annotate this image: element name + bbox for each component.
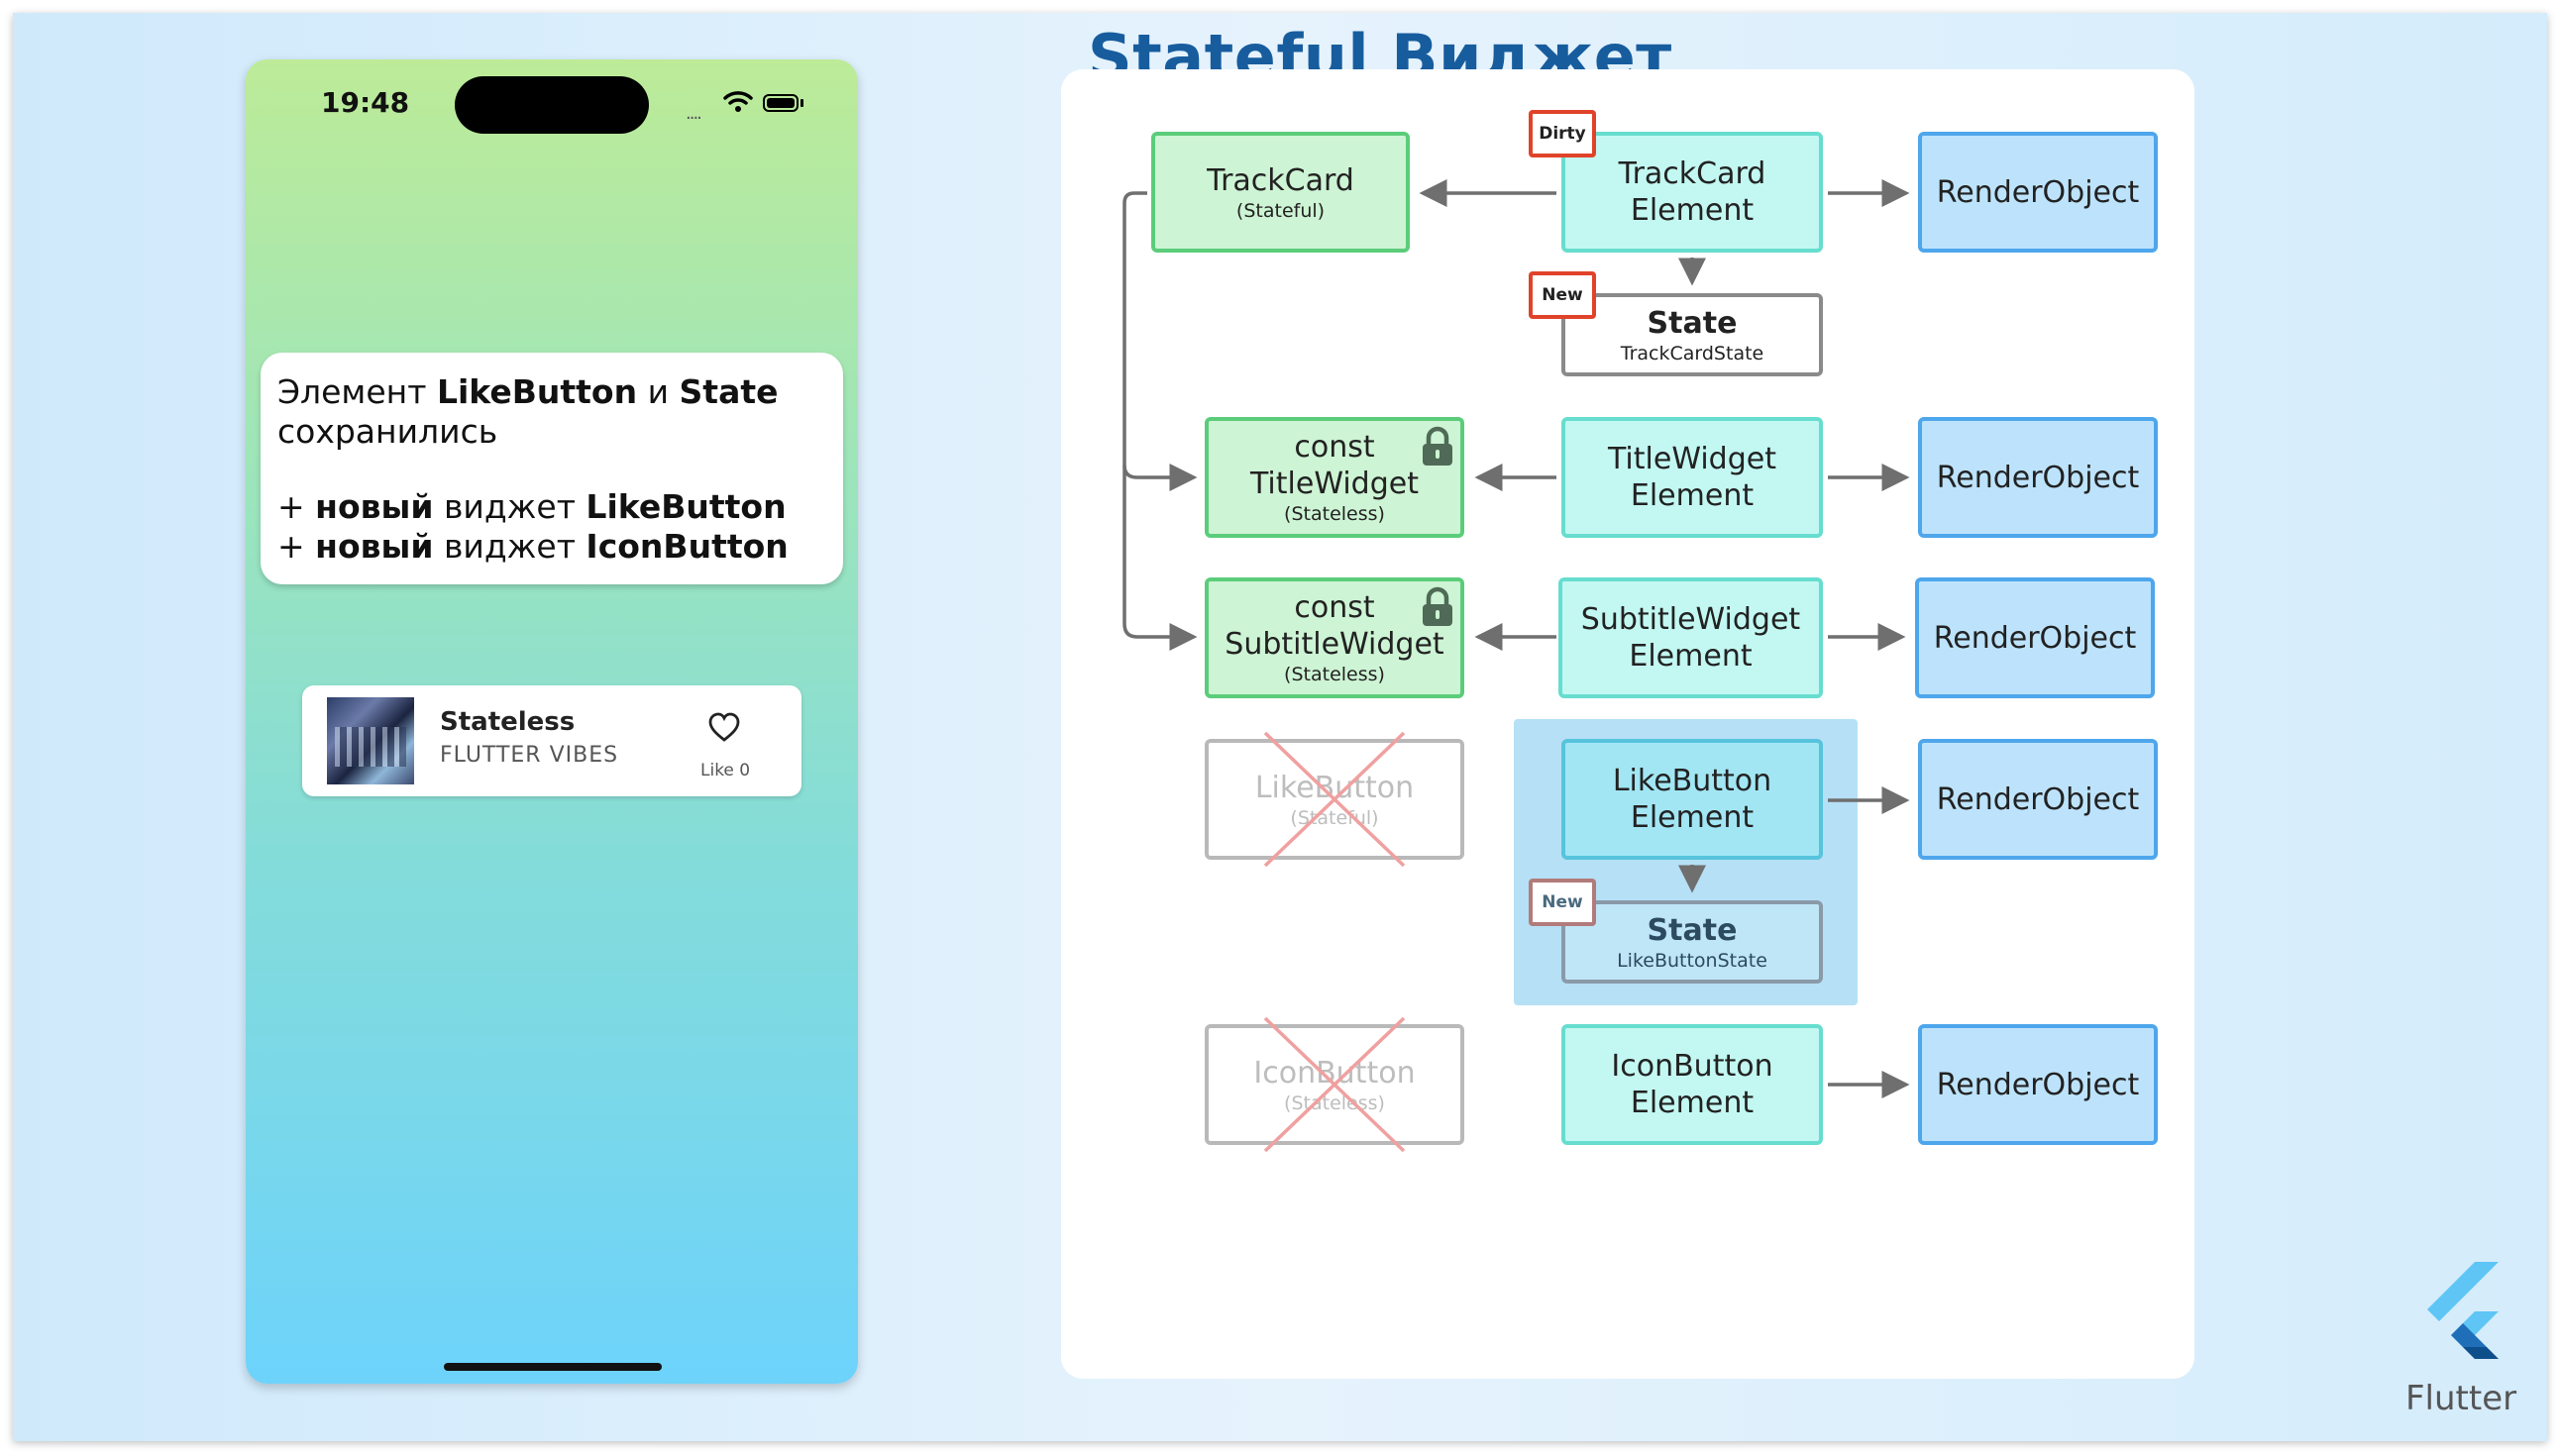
subtitle-widget: const SubtitleWidget (Stateless) <box>1205 577 1464 698</box>
lock-icon <box>1423 586 1452 626</box>
dirty-tag: Dirty <box>1529 110 1596 157</box>
title-widget: const TitleWidget (Stateless) <box>1205 417 1464 538</box>
bracket-to-title <box>1122 464 1198 491</box>
cross-mark-icon <box>1263 1016 1406 1153</box>
new-tag-likebutton-state: New <box>1529 879 1596 926</box>
heart-icon[interactable] <box>707 711 741 743</box>
status-time: 19:48 <box>321 86 410 119</box>
phone-screen: 19:48 .... Элемент LikeButton и State со… <box>246 59 858 1384</box>
new-tag-trackcard-state: New <box>1529 271 1596 319</box>
album-cover-image <box>327 697 414 784</box>
render-object-4: RenderObject <box>1918 739 2158 860</box>
flutter-logo-icon <box>2427 1262 2499 1359</box>
signal-icon: .... <box>686 103 702 124</box>
message-line-3: + новый виджет LikeButton <box>277 487 787 526</box>
home-indicator <box>444 1363 662 1371</box>
message-line-1: Элемент LikeButton и State <box>277 372 779 411</box>
bracket-to-subtitle <box>1122 191 1198 651</box>
battery-nub <box>800 99 803 107</box>
cross-mark-icon <box>1263 731 1406 868</box>
lock-icon <box>1423 426 1452 466</box>
render-object-1: RenderObject <box>1918 132 2158 253</box>
wifi-icon <box>723 91 753 112</box>
iconbutton-element: IconButton Element <box>1561 1024 1823 1145</box>
likebutton-element: LikeButton Element <box>1561 739 1823 860</box>
message-line-2: сохранились <box>277 412 498 451</box>
trackcard-widget: TrackCard (Stateful) <box>1151 132 1410 253</box>
battery-icon <box>763 94 799 112</box>
render-object-5: RenderObject <box>1918 1024 2158 1145</box>
render-object-3: RenderObject <box>1915 577 2155 698</box>
trackcard-state: State TrackCardState <box>1561 293 1823 376</box>
title-element: TitleWidget Element <box>1561 417 1823 538</box>
trackcard-element: TrackCard Element <box>1561 132 1823 253</box>
flutter-logo-label: Flutter <box>2405 1379 2517 1418</box>
track-card[interactable]: Stateless FLUTTER VIBES Like 0 <box>302 685 801 796</box>
likebutton-state: State LikeButtonState <box>1561 900 1823 984</box>
like-count[interactable]: Like 0 <box>700 761 751 780</box>
message-card: Элемент LikeButton и State сохранились +… <box>261 353 843 584</box>
dynamic-island <box>455 76 649 134</box>
track-title: Stateless <box>440 707 576 737</box>
track-subtitle: FLUTTER VIBES <box>440 743 619 768</box>
subtitle-element: SubtitleWidget Element <box>1558 577 1823 698</box>
render-object-2: RenderObject <box>1918 417 2158 538</box>
message-line-4: + новый виджет IconButton <box>277 527 789 566</box>
